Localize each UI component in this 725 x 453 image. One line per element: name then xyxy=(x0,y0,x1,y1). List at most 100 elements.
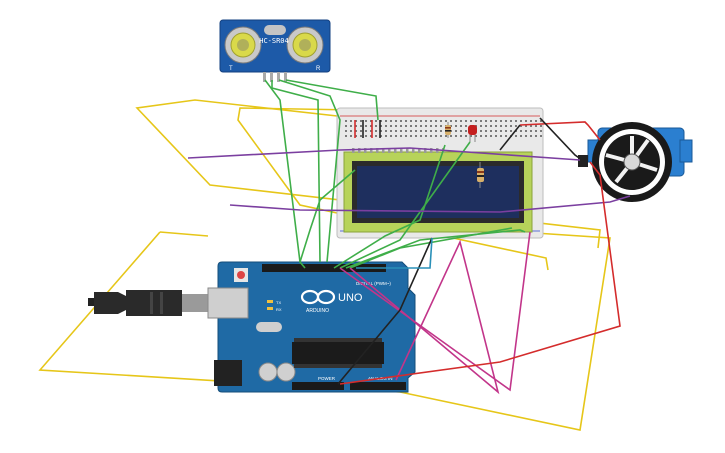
breadboard-hole xyxy=(375,130,377,132)
lcd-pin xyxy=(400,148,403,153)
breadboard-hole xyxy=(405,135,407,137)
breadboard-hole xyxy=(530,135,532,137)
breadboard-hole xyxy=(380,130,382,132)
breadboard-hole xyxy=(450,135,452,137)
breadboard-hole xyxy=(390,135,392,137)
breadboard-hole xyxy=(495,130,497,132)
breadboard-hole xyxy=(460,120,462,122)
breadboard-hole xyxy=(410,135,412,137)
breadboard-hole xyxy=(535,125,537,127)
rx-label: RX xyxy=(276,307,282,312)
breadboard-hole xyxy=(520,130,522,132)
breadboard-hole xyxy=(500,120,502,122)
breadboard-hole xyxy=(380,125,382,127)
analog-header xyxy=(350,382,406,390)
breadboard-hole xyxy=(490,125,492,127)
breadboard-hole xyxy=(365,135,367,137)
breadboard-hole xyxy=(525,120,527,122)
breadboard-hole xyxy=(495,125,497,127)
breadboard-hole xyxy=(430,120,432,122)
breadboard-hole xyxy=(420,130,422,132)
breadboard-hole xyxy=(510,130,512,132)
breadboard-hole xyxy=(370,135,372,137)
breadboard-hole xyxy=(520,125,522,127)
arduino-infinity-logo-icon xyxy=(300,289,336,305)
breadboard-hole xyxy=(435,130,437,132)
breadboard-hole xyxy=(410,125,412,127)
breadboard-hole xyxy=(525,125,527,127)
breadboard-hole xyxy=(365,120,367,122)
breadboard-hole xyxy=(535,130,537,132)
breadboard-hole xyxy=(460,125,462,127)
breadboard-hole xyxy=(525,130,527,132)
lcd-pin xyxy=(382,148,385,153)
breadboard-hole xyxy=(360,125,362,127)
breadboard-hole xyxy=(360,130,362,132)
breadboard-hole xyxy=(430,130,432,132)
teal-wire xyxy=(356,237,433,269)
breadboard-hole xyxy=(410,120,412,122)
breadboard-hole xyxy=(425,135,427,137)
breadboard-hole xyxy=(430,135,432,137)
servo-horn-icon xyxy=(592,122,672,202)
lcd-pin xyxy=(364,148,367,153)
breadboard-hole xyxy=(395,135,397,137)
atmega-chip xyxy=(292,342,384,364)
resistor-top xyxy=(445,122,451,138)
lcd-display xyxy=(343,148,533,233)
lcd-pin xyxy=(418,148,421,153)
lcd-pin xyxy=(376,148,379,153)
breadboard-hole xyxy=(375,120,377,122)
breadboard-hole xyxy=(455,130,457,132)
breadboard-hole xyxy=(435,120,437,122)
breadboard-hole xyxy=(435,125,437,127)
breadboard-hole xyxy=(415,135,417,137)
breadboard-hole xyxy=(455,125,457,127)
sensor-model-label: HC-SR04 xyxy=(259,37,289,45)
breadboard-hole xyxy=(530,130,532,132)
breadboard-hole xyxy=(415,125,417,127)
breadboard-hole xyxy=(535,120,537,122)
breadboard-hole xyxy=(520,135,522,137)
crystal xyxy=(264,25,286,35)
breadboard-hole xyxy=(480,120,482,122)
breadboard-hole xyxy=(445,120,447,122)
capacitor-1 xyxy=(258,362,278,382)
breadboard-hole xyxy=(400,120,402,122)
breadboard-hole xyxy=(455,120,457,122)
power-header xyxy=(292,382,344,390)
usb-plug-icon xyxy=(88,290,208,316)
breadboard-hole xyxy=(485,130,487,132)
breadboard-hole xyxy=(395,125,397,127)
breadboard-hole xyxy=(355,135,357,137)
breadboard-hole xyxy=(350,120,352,122)
breadboard-hole xyxy=(345,135,347,137)
breadboard-hole xyxy=(390,125,392,127)
power-label: POWER xyxy=(318,376,336,381)
breadboard-hole xyxy=(420,125,422,127)
lcd-pin xyxy=(358,148,361,153)
breadboard-hole xyxy=(415,120,417,122)
breadboard-hole xyxy=(465,120,467,122)
breadboard-hole xyxy=(385,135,387,137)
led-icon xyxy=(468,125,477,142)
tx-label: TX xyxy=(276,300,281,305)
breadboard-hole xyxy=(460,130,462,132)
breadboard-hole xyxy=(390,130,392,132)
ultrasonic-sensor: HC-SR04 T R xyxy=(219,19,331,82)
breadboard-hole xyxy=(355,120,357,122)
breadboard-hole xyxy=(500,125,502,127)
breadboard-hole xyxy=(430,125,432,127)
breadboard-hole xyxy=(425,130,427,132)
breadboard-hole xyxy=(345,125,347,127)
breadboard-hole xyxy=(420,135,422,137)
breadboard-hole xyxy=(400,135,402,137)
breadboard-hole xyxy=(515,125,517,127)
magenta-wires xyxy=(339,231,531,395)
breadboard-hole xyxy=(485,125,487,127)
breadboard-hole xyxy=(405,130,407,132)
breadboard-hole xyxy=(470,135,472,137)
breadboard-hole xyxy=(540,135,542,137)
breadboard-hole xyxy=(465,125,467,127)
breadboard-hole xyxy=(450,120,452,122)
